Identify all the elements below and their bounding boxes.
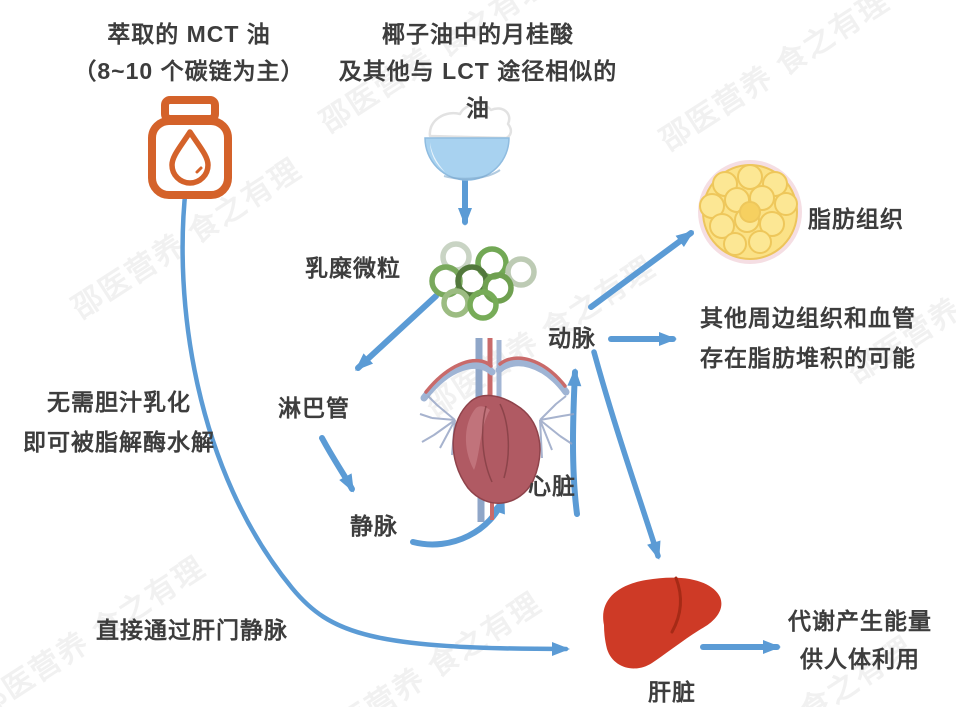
arrow-artery-to-liver bbox=[591, 349, 661, 560]
liver-icon bbox=[603, 576, 722, 669]
coconut-oil-bowl-icon bbox=[424, 103, 513, 181]
lct-source-line2: 及其他与 LCT 途径相似的油 bbox=[338, 58, 618, 121]
mct-note-line2: 即可被脂解酶水解 bbox=[23, 429, 215, 455]
heart-anatomy-illustration bbox=[419, 338, 575, 522]
mct-note: 无需胆汁乳化 即可被脂解酶水解 bbox=[18, 382, 220, 462]
vein-label: 静脉 bbox=[350, 513, 398, 539]
mct-bottle-icon bbox=[148, 96, 232, 199]
heart-label: 心脏 bbox=[528, 473, 576, 499]
arrow-chylomicron-to-lymph bbox=[355, 293, 439, 371]
peripheral-line1: 其他周边组织和血管 bbox=[700, 305, 916, 331]
lct-source-line1: 椰子油中的月桂酸 bbox=[382, 21, 574, 47]
energy-line1: 代谢产生能量 bbox=[788, 608, 932, 634]
adipose-tissue-icon bbox=[698, 160, 802, 264]
mct-source-line2: （8~10 个碳链为主） bbox=[73, 58, 305, 84]
chylomicron-particles-icon bbox=[429, 241, 537, 321]
energy-note: 代谢产生能量 供人体利用 bbox=[775, 602, 945, 678]
arrow-lymph-to-vein bbox=[319, 435, 355, 493]
mct-source-line1: 萃取的 MCT 油 bbox=[107, 21, 271, 47]
arrow-vein-to-heart bbox=[410, 495, 506, 548]
mct-source-title: 萃取的 MCT 油 （8~10 个碳链为主） bbox=[58, 16, 320, 90]
energy-line2: 供人体利用 bbox=[800, 646, 920, 672]
lct-source-title: 椰子油中的月桂酸 及其他与 LCT 途径相似的油 bbox=[328, 16, 628, 127]
peripheral-line2: 存在脂肪堆积的可能 bbox=[700, 345, 916, 371]
lymph-vessel-label: 淋巴管 bbox=[278, 395, 350, 421]
peripheral-note: 其他周边组织和血管 存在脂肪堆积的可能 bbox=[700, 298, 950, 378]
artery-label: 动脉 bbox=[548, 325, 596, 351]
arrow-heart-to-artery bbox=[567, 368, 582, 517]
chylomicron-label: 乳糜微粒 bbox=[305, 255, 401, 281]
portal-note: 直接通过肝门静脉 bbox=[96, 617, 288, 643]
adipose-label: 脂肪组织 bbox=[808, 206, 904, 232]
mct-note-line1: 无需胆汁乳化 bbox=[47, 389, 191, 415]
liver-label: 肝脏 bbox=[648, 679, 696, 705]
arrow-mct-to-liver bbox=[180, 183, 570, 656]
arrow-artery-to-adipose bbox=[588, 230, 695, 310]
